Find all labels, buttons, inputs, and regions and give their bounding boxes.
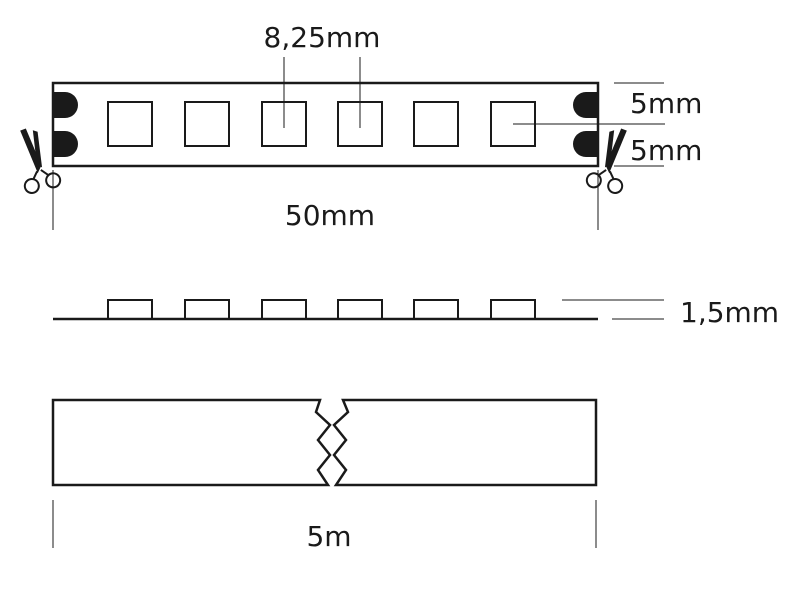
- led-chip-side: [337, 299, 383, 320]
- strip-full-left-part: [51, 398, 332, 487]
- led-chip-side: [413, 299, 459, 320]
- solder-pad-left-top: [53, 92, 78, 118]
- led-chip: [184, 101, 230, 147]
- cut-length-label: 50mm: [285, 199, 375, 232]
- full-length-view: 5m: [51, 398, 598, 553]
- top-view: 8,25mm 5mm 5mm 50mm: [20, 21, 702, 232]
- strip-full-right-part: [332, 398, 598, 487]
- total-length-label: 5m: [306, 520, 351, 553]
- led-chip: [107, 101, 153, 147]
- led-chip-side: [261, 299, 307, 320]
- scissors-icon: [20, 128, 62, 194]
- solder-pad-right-bottom: [573, 131, 598, 157]
- scissors-icon: [585, 128, 627, 194]
- solder-pad-left-bottom: [53, 131, 78, 157]
- solder-pad-right-top: [573, 92, 598, 118]
- pad-height-bottom-label: 5mm: [630, 134, 702, 167]
- led-chip-side: [184, 299, 230, 320]
- led-chip-side: [107, 299, 153, 320]
- thickness-label: 1,5mm: [680, 296, 779, 329]
- led-chip: [413, 101, 459, 147]
- pitch-label: 8,25mm: [264, 21, 381, 54]
- led-chip-side: [490, 299, 536, 320]
- pad-height-top-label: 5mm: [630, 87, 702, 120]
- side-view: 1,5mm: [53, 296, 779, 329]
